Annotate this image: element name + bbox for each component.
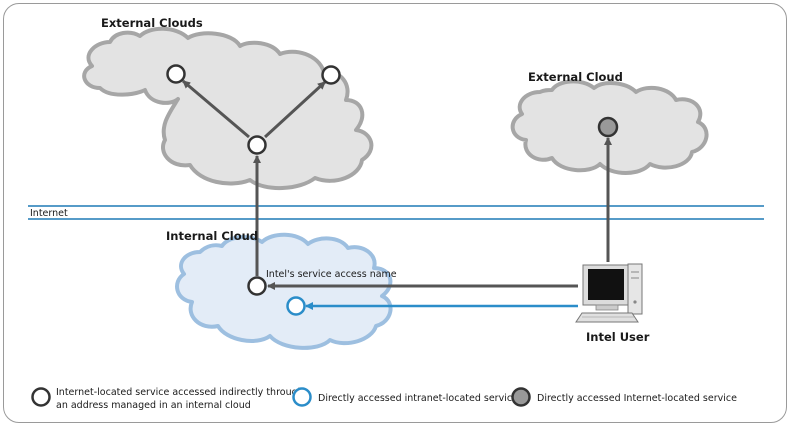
external-clouds-label: External Clouds [101, 16, 203, 30]
legend-item1-line1: Internet-located service accessed indire… [56, 387, 304, 398]
external-cloud-label: External Cloud [528, 70, 623, 84]
internet-label: Internet [30, 208, 68, 219]
internal-cloud-label: Internal Cloud [166, 229, 258, 243]
intel-user-label: Intel User [586, 330, 650, 344]
legend-blue-node-icon [292, 387, 312, 407]
service-access-name-node [247, 276, 267, 296]
legend-item2: Directly accessed intranet-located servi… [318, 393, 518, 404]
internet-service-node [597, 116, 619, 138]
service-access-name-label: Intel's service access name [266, 269, 397, 280]
legend-item1-line2: an address managed in an internal cloud [56, 400, 251, 411]
legend-gray-node-icon [511, 387, 531, 407]
legend-white-node-icon [31, 387, 51, 407]
intranet-service-node [286, 296, 306, 316]
external-hub-node [247, 135, 267, 155]
legend: Internet-located service accessed indire… [31, 387, 737, 411]
external-service-node-right [321, 65, 341, 85]
external-service-node-left [166, 64, 186, 84]
external-clouds-shape [82, 26, 374, 191]
legend-item3: Directly accessed Internet-located servi… [537, 393, 737, 404]
arrow-hub-to-service-left [182, 79, 250, 139]
internal-cloud-shape [175, 232, 393, 350]
diagram-frame [3, 3, 787, 423]
arrow-hub-to-service-right [263, 80, 327, 139]
computer-icon [575, 263, 643, 323]
